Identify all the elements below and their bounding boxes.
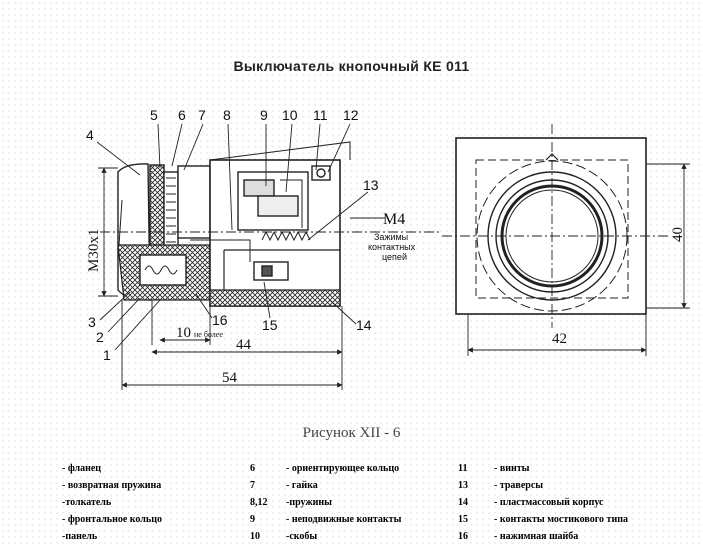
thread-label: M30x1 [86,229,102,272]
dim-44: 44 [236,337,252,353]
legend-num: 9 [250,514,255,525]
legend-cell: - траверсы [494,480,544,491]
legend-num: 11 [458,463,468,474]
dim-10-note: не более [194,330,223,339]
callout-9: 9 [260,107,268,123]
legend-num: 14 [458,497,468,508]
legend-num: 6 [250,463,255,474]
callout-2: 2 [96,329,104,345]
leader-lines [96,123,385,351]
legend-cell: - неподвижные контакты [286,514,402,525]
callout-4: 4 [86,127,94,143]
legend-cell: - винты [494,463,530,474]
callouts: 4 5 6 7 8 9 10 11 12 13 14 15 16 3 2 1 [86,107,379,363]
legend-num: 10 [250,531,260,542]
legend-num: 15 [458,514,468,525]
legend-cell: -толкатель [62,497,112,508]
terminals-label-1: Зажимы [374,232,408,242]
callout-7: 7 [198,107,206,123]
callout-8: 8 [223,107,231,123]
technical-drawing: 4 5 6 7 8 9 10 11 12 13 14 15 16 3 2 1 M… [86,107,690,390]
terminals-label-3: цепей [382,252,407,262]
callout-6: 6 [178,107,186,123]
front-dimensions [467,163,690,356]
legend-row: - возвратная пружина 7 - гайка 13 - трав… [62,477,692,494]
legend-row: -панель 10 -скобы 16 - нажимная шайба [62,528,692,545]
legend-row: - фронтальное кольцо 9 - неподвижные кон… [62,511,692,528]
legend-cell: - нажимная шайба [494,531,579,542]
callout-15: 15 [262,317,278,333]
legend-num: 13 [458,480,468,491]
callout-1: 1 [103,347,111,363]
legend-cell: - фланец [62,463,102,474]
legend-row: - фланец 6 - ориентирующее кольцо 11 - в… [62,460,692,477]
callout-16: 16 [212,312,228,328]
side-dimensions [98,167,343,390]
legend-cell: - фронтальное кольцо [62,514,162,525]
callout-13: 13 [363,177,379,193]
legend-cell: - контакты мостикового типа [494,514,628,525]
legend-cell: -пружины [286,497,332,508]
legend-num: 7 [250,480,255,491]
dim-42: 42 [552,331,567,347]
figure-caption: Рисунок XII - 6 [302,425,401,441]
legend-num: 8,12 [250,497,268,508]
legend-cell: - пластмассовый корпус [494,497,604,508]
callout-14: 14 [356,317,372,333]
callout-5: 5 [150,107,158,123]
callout-3: 3 [88,314,96,330]
terminals-label-2: контактных [368,242,416,252]
legend-cell: - возвратная пружина [62,480,162,491]
legend-num: 16 [458,531,468,542]
diagram-title: Выключатель кнопочный КЕ 011 [233,58,470,74]
callout-10: 10 [282,107,298,123]
legend-cell: -панель [62,531,98,542]
callout-11: 11 [313,107,328,123]
screw-label: M4 [383,211,405,228]
legend-row: -толкатель 8,12 -пружины 14 - пластмассо… [62,494,692,511]
parts-legend: - фланец 6 - ориентирующее кольцо 11 - в… [62,460,692,545]
dim-54: 54 [222,370,238,386]
front-view [442,124,670,328]
legend-cell: - гайка [286,480,318,491]
dim-10: 10 [176,325,191,341]
legend-cell: - ориентирующее кольцо [286,463,400,474]
side-view [117,141,351,307]
legend-cell: -скобы [286,531,318,542]
callout-12: 12 [343,107,359,123]
